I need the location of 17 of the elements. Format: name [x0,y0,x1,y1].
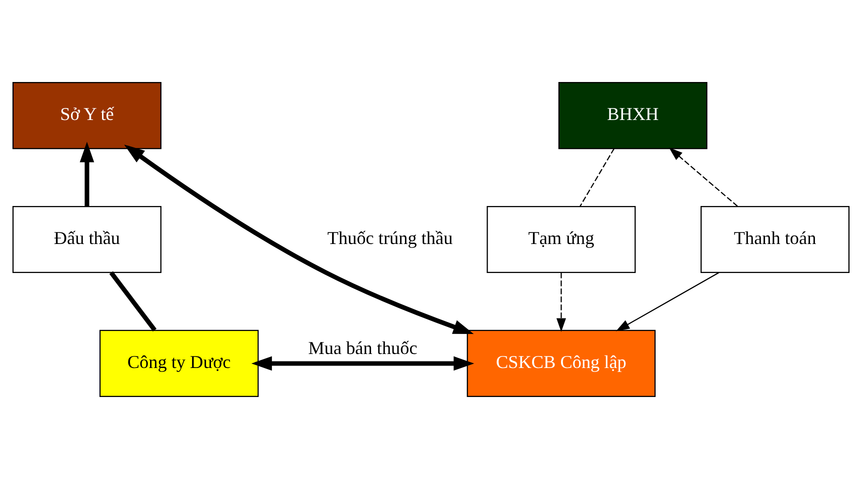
node-box: CSKCB Công lập [466,329,656,397]
connector [109,270,157,332]
arrow [80,141,94,206]
arrow [124,144,474,334]
arrow [251,356,474,370]
edge-label: Mua bán thuốc [308,338,418,358]
node-box: Công ty Dược [99,329,259,397]
arrow [616,272,720,331]
arrow [556,272,566,332]
node-box: Tạm ứng [486,205,636,273]
node-box: Sở Y tế [12,81,162,149]
node-box: BHXH [558,81,708,149]
node-box: Đấu thầu [12,205,162,273]
node-box: Thanh toán [700,205,850,273]
connector [580,148,615,206]
edge-label: Thuốc trúng thầu [327,227,453,248]
arrow [668,147,738,206]
